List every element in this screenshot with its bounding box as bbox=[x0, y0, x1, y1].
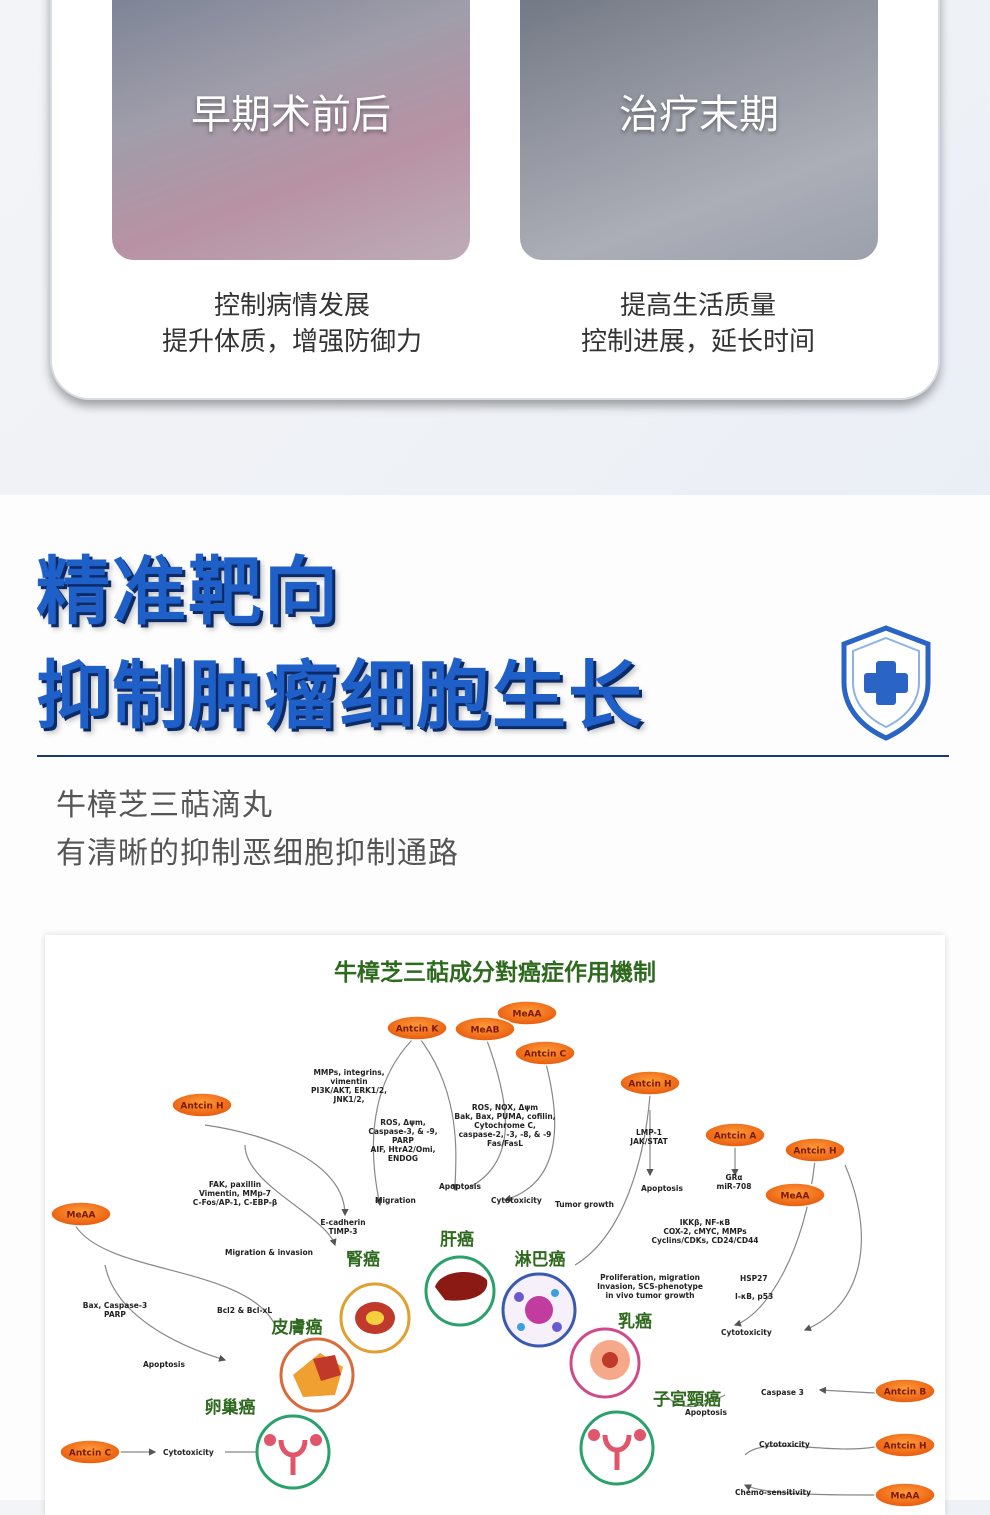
label-cytotoxicity2: Cytotoxicity bbox=[721, 1328, 772, 1337]
compound-antcin-a: Antcin A bbox=[704, 1122, 766, 1148]
breast-icon bbox=[569, 1327, 641, 1399]
cervix-icon bbox=[579, 1410, 655, 1486]
late-stage-caption: 提高生活质量 控制进展，延长时间 bbox=[580, 291, 815, 357]
svg-text:Antcin B: Antcin B bbox=[884, 1388, 927, 1398]
headline-line1: 精准靶向 bbox=[36, 549, 340, 635]
cancer-label: 子宮頸癌 bbox=[653, 1389, 721, 1410]
svg-text:Antcin H: Antcin H bbox=[793, 1147, 836, 1157]
label-cytotoxicity4: Cytotoxicity bbox=[163, 1448, 214, 1457]
cancer-label: 皮膚癌 bbox=[272, 1317, 323, 1338]
label-cytotoxicity: Cytotoxicity bbox=[491, 1196, 542, 1205]
early-stage-photo: 早期术前后 bbox=[112, 0, 470, 260]
label-apoptosis4: Apoptosis bbox=[685, 1408, 727, 1417]
compound-meab: MeAB bbox=[454, 1016, 516, 1042]
svg-text:Antcin C: Antcin C bbox=[524, 1050, 567, 1060]
compound-antcin-k: Antcin K bbox=[386, 1015, 448, 1041]
late-stage-photo: 治疗末期 bbox=[520, 0, 878, 260]
label-apoptosis3: Apoptosis bbox=[143, 1360, 185, 1369]
svg-text:MeAA: MeAA bbox=[513, 1010, 542, 1020]
description-line2: 有清晰的抑制恶细胞抑制通路 bbox=[56, 836, 459, 871]
mechanism-diagram: 牛樟芝三萜成分對癌症作用機制 bbox=[45, 935, 945, 1515]
label-apoptosis2: Apoptosis bbox=[641, 1184, 683, 1193]
cancer-label: 腎癌 bbox=[346, 1249, 380, 1270]
headline-line2: 抑制肿瘤细胞生长 bbox=[36, 653, 644, 739]
diagram-canvas: MeAA Antcin K MeAB Antcin C Antcin H Antcin H… bbox=[50, 1000, 936, 1508]
svg-text:Antcin H: Antcin H bbox=[628, 1080, 671, 1090]
svg-text:MeAA: MeAA bbox=[67, 1211, 96, 1221]
cancer-label: 乳癌 bbox=[618, 1311, 652, 1332]
label-apoptosis: Apoptosis bbox=[439, 1182, 481, 1191]
label-chemo: Chemo-sensitivity bbox=[735, 1488, 811, 1497]
compound-meaa: MeAA bbox=[50, 1201, 112, 1227]
cancer-label: 卵巢癌 bbox=[205, 1397, 256, 1418]
svg-text:Antcin A: Antcin A bbox=[714, 1132, 757, 1142]
cancer-label: 肝癌 bbox=[440, 1229, 474, 1250]
compound-meaa: MeAA bbox=[764, 1182, 826, 1208]
compound-antcin-c: Antcin C bbox=[59, 1439, 121, 1465]
shield-plus-icon bbox=[841, 625, 931, 741]
label-migration: Migration bbox=[375, 1196, 416, 1205]
description-line1: 牛樟芝三萜滴丸 bbox=[56, 788, 273, 823]
label-ikb: I-κB, p53 bbox=[735, 1292, 773, 1301]
compound-antcin-b: Antcin B bbox=[874, 1378, 936, 1404]
diagram-title: 牛樟芝三萜成分對癌症作用機制 bbox=[334, 960, 656, 986]
svg-text:MeAA: MeAA bbox=[781, 1192, 810, 1202]
divider bbox=[37, 755, 949, 757]
label-tumor-growth: Tumor growth bbox=[555, 1200, 614, 1209]
compound-antcin-h: Antcin H bbox=[784, 1137, 846, 1163]
label-bcl2: Bcl2 & Bcl-xL bbox=[217, 1306, 272, 1315]
svg-text:Antcin H: Antcin H bbox=[180, 1102, 223, 1112]
svg-text:Antcin H: Antcin H bbox=[883, 1442, 926, 1452]
compound-antcin-h: Antcin H bbox=[619, 1070, 681, 1096]
label-migration-invasion: Migration & invasion bbox=[225, 1248, 313, 1257]
svg-text:Antcin C: Antcin C bbox=[69, 1449, 112, 1459]
kidney-icon bbox=[339, 1282, 411, 1354]
svg-text:MeAB: MeAB bbox=[471, 1026, 500, 1036]
cancer-label: 淋巴癌 bbox=[515, 1249, 566, 1270]
ovary-icon bbox=[255, 1414, 331, 1490]
compound-antcin-h: Antcin H bbox=[874, 1432, 936, 1458]
svg-text:Antcin K: Antcin K bbox=[396, 1025, 440, 1035]
lymph-icon bbox=[501, 1272, 577, 1348]
compound-antcin-c: Antcin C bbox=[514, 1040, 576, 1066]
compound-meaa: MeAA bbox=[496, 1000, 558, 1026]
skin-icon bbox=[279, 1337, 355, 1413]
svg-text:MeAA: MeAA bbox=[891, 1492, 920, 1502]
label-cytotoxicity3: Cytotoxicity bbox=[759, 1440, 810, 1449]
compound-meaa: MeAA bbox=[874, 1482, 936, 1508]
label-hsp27: HSP27 bbox=[740, 1274, 768, 1283]
label-caspase3: Caspase 3 bbox=[761, 1388, 804, 1397]
early-stage-caption: 控制病情发展 提升体质，增强防御力 bbox=[161, 291, 422, 357]
late-stage-title: 治疗末期 bbox=[619, 92, 779, 138]
liver-icon bbox=[424, 1255, 496, 1327]
early-stage-title: 早期术前后 bbox=[191, 92, 391, 138]
compound-antcin-h: Antcin H bbox=[171, 1092, 233, 1118]
